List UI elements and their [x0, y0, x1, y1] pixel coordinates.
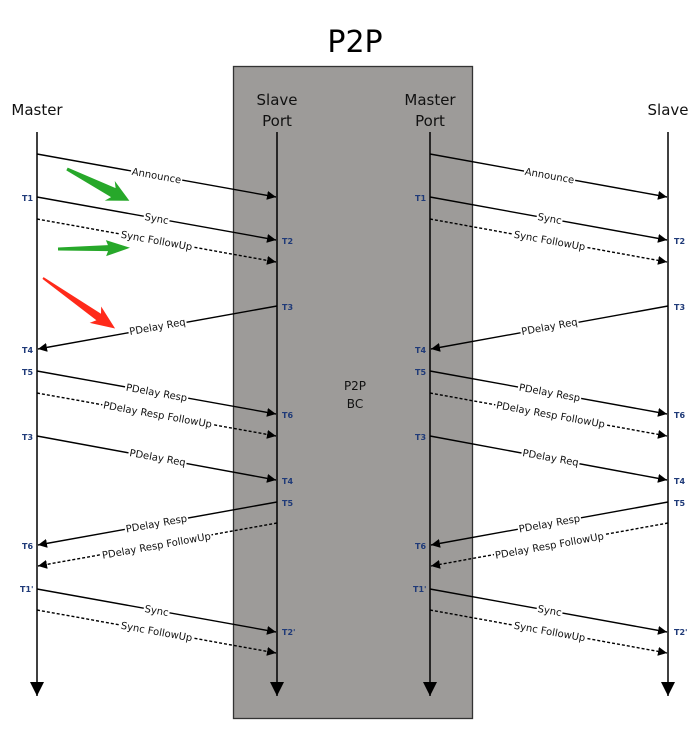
label-background: [119, 621, 194, 644]
label-background: [517, 514, 582, 535]
box-label-line2: BC: [347, 397, 363, 411]
message-label: PDelay Resp: [518, 514, 581, 536]
label-background: [142, 212, 171, 227]
red-arrow-icon: [42, 277, 116, 329]
timestamp-label: T6: [415, 542, 426, 551]
label-background: [520, 448, 581, 469]
message-label: PDelay Req: [521, 448, 579, 469]
message-label: PDelay Resp FollowUp: [102, 400, 213, 430]
label-background: [494, 401, 607, 430]
message-label: PDelay Req: [521, 317, 579, 338]
timestamp-label: T5: [22, 368, 33, 377]
box-label-line1: P2P: [344, 379, 366, 393]
label-background: [517, 383, 582, 404]
timestamp-label: T1': [413, 585, 426, 594]
timestamp-label: T5: [282, 499, 293, 508]
label-background: [130, 167, 183, 186]
label-background: [493, 532, 606, 561]
timestamp-label: T1': [20, 585, 33, 594]
timestamp-label: T5: [415, 368, 426, 377]
timestamp-label: T6: [282, 411, 293, 420]
green-arrow-icon: [66, 167, 130, 201]
timestamp-label: T3: [415, 433, 426, 442]
slave-port-header-2: Port: [262, 112, 292, 130]
label-background: [512, 230, 587, 253]
label-background: [101, 401, 214, 430]
message-label: PDelay Resp FollowUp: [495, 400, 606, 430]
timestamps-left: T1 T2 T3 T4 T5 T6 T3 T4 T5 T6 T1' T2': [20, 194, 295, 637]
message-label: PDelay Resp: [518, 383, 581, 405]
timestamp-label: T4: [674, 477, 685, 486]
message-label: Sync: [537, 212, 563, 227]
timestamps-right: T1 T2 T3 T4 T5 T6 T3 T4 T5 T6 T1' T2': [413, 194, 687, 637]
label-background: [124, 383, 189, 404]
slave-port-header-1: Slave: [257, 91, 298, 109]
timestamp-label: T1: [415, 194, 426, 203]
label-background: [142, 604, 171, 619]
timestamp-label: T3: [674, 303, 685, 312]
message-label: Sync FollowUp: [513, 621, 586, 645]
message-label: Sync FollowUp: [513, 230, 586, 254]
timestamp-label: T3: [282, 303, 293, 312]
message-label: Sync: [537, 604, 563, 619]
timestamp-label: T6: [22, 542, 33, 551]
label-background: [512, 621, 587, 644]
label-background: [124, 514, 189, 535]
timestamp-label: T2: [674, 237, 685, 246]
timestamp-label: T2': [282, 628, 295, 637]
label-background: [100, 532, 213, 561]
message-label: Sync: [144, 212, 170, 227]
label-background: [127, 317, 188, 338]
message-label: PDelay Req: [129, 317, 187, 338]
message-label: PDelay Resp FollowUp: [101, 531, 212, 561]
message-label: PDelay Resp FollowUp: [494, 531, 605, 561]
message-label: PDelay Resp: [125, 514, 188, 536]
timestamp-label: T4: [415, 346, 426, 355]
timestamp-label: T2': [674, 628, 687, 637]
timestamp-label: T2: [282, 237, 293, 246]
label-background: [519, 317, 580, 338]
timestamp-label: T4: [282, 477, 293, 486]
label-background: [119, 230, 194, 253]
timestamp-label: T1: [22, 194, 33, 203]
label-background: [535, 212, 564, 227]
master-port-header-1: Master: [404, 91, 456, 109]
message-label: PDelay Resp: [125, 383, 188, 405]
timestamp-label: T4: [22, 346, 33, 355]
timestamp-label: T3: [22, 433, 33, 442]
message-label: PDelay Req: [128, 448, 186, 469]
message-label: Sync: [144, 604, 170, 619]
right-slave-header: Slave: [648, 101, 689, 119]
label-background: [523, 167, 576, 186]
green-arrow-icon: [57, 240, 130, 257]
message-label: Announce: [524, 167, 575, 187]
label-background: [535, 604, 564, 619]
master-port-header-2: Port: [415, 112, 445, 130]
message-label: Announce: [131, 167, 182, 187]
timestamp-label: T5: [674, 499, 685, 508]
message-label: Sync FollowUp: [120, 621, 193, 645]
label-background: [127, 448, 188, 469]
message-label: Sync FollowUp: [120, 230, 193, 254]
timestamp-label: T6: [674, 411, 685, 420]
diagram-title: P2P: [327, 25, 382, 60]
left-master-header: Master: [11, 101, 63, 119]
